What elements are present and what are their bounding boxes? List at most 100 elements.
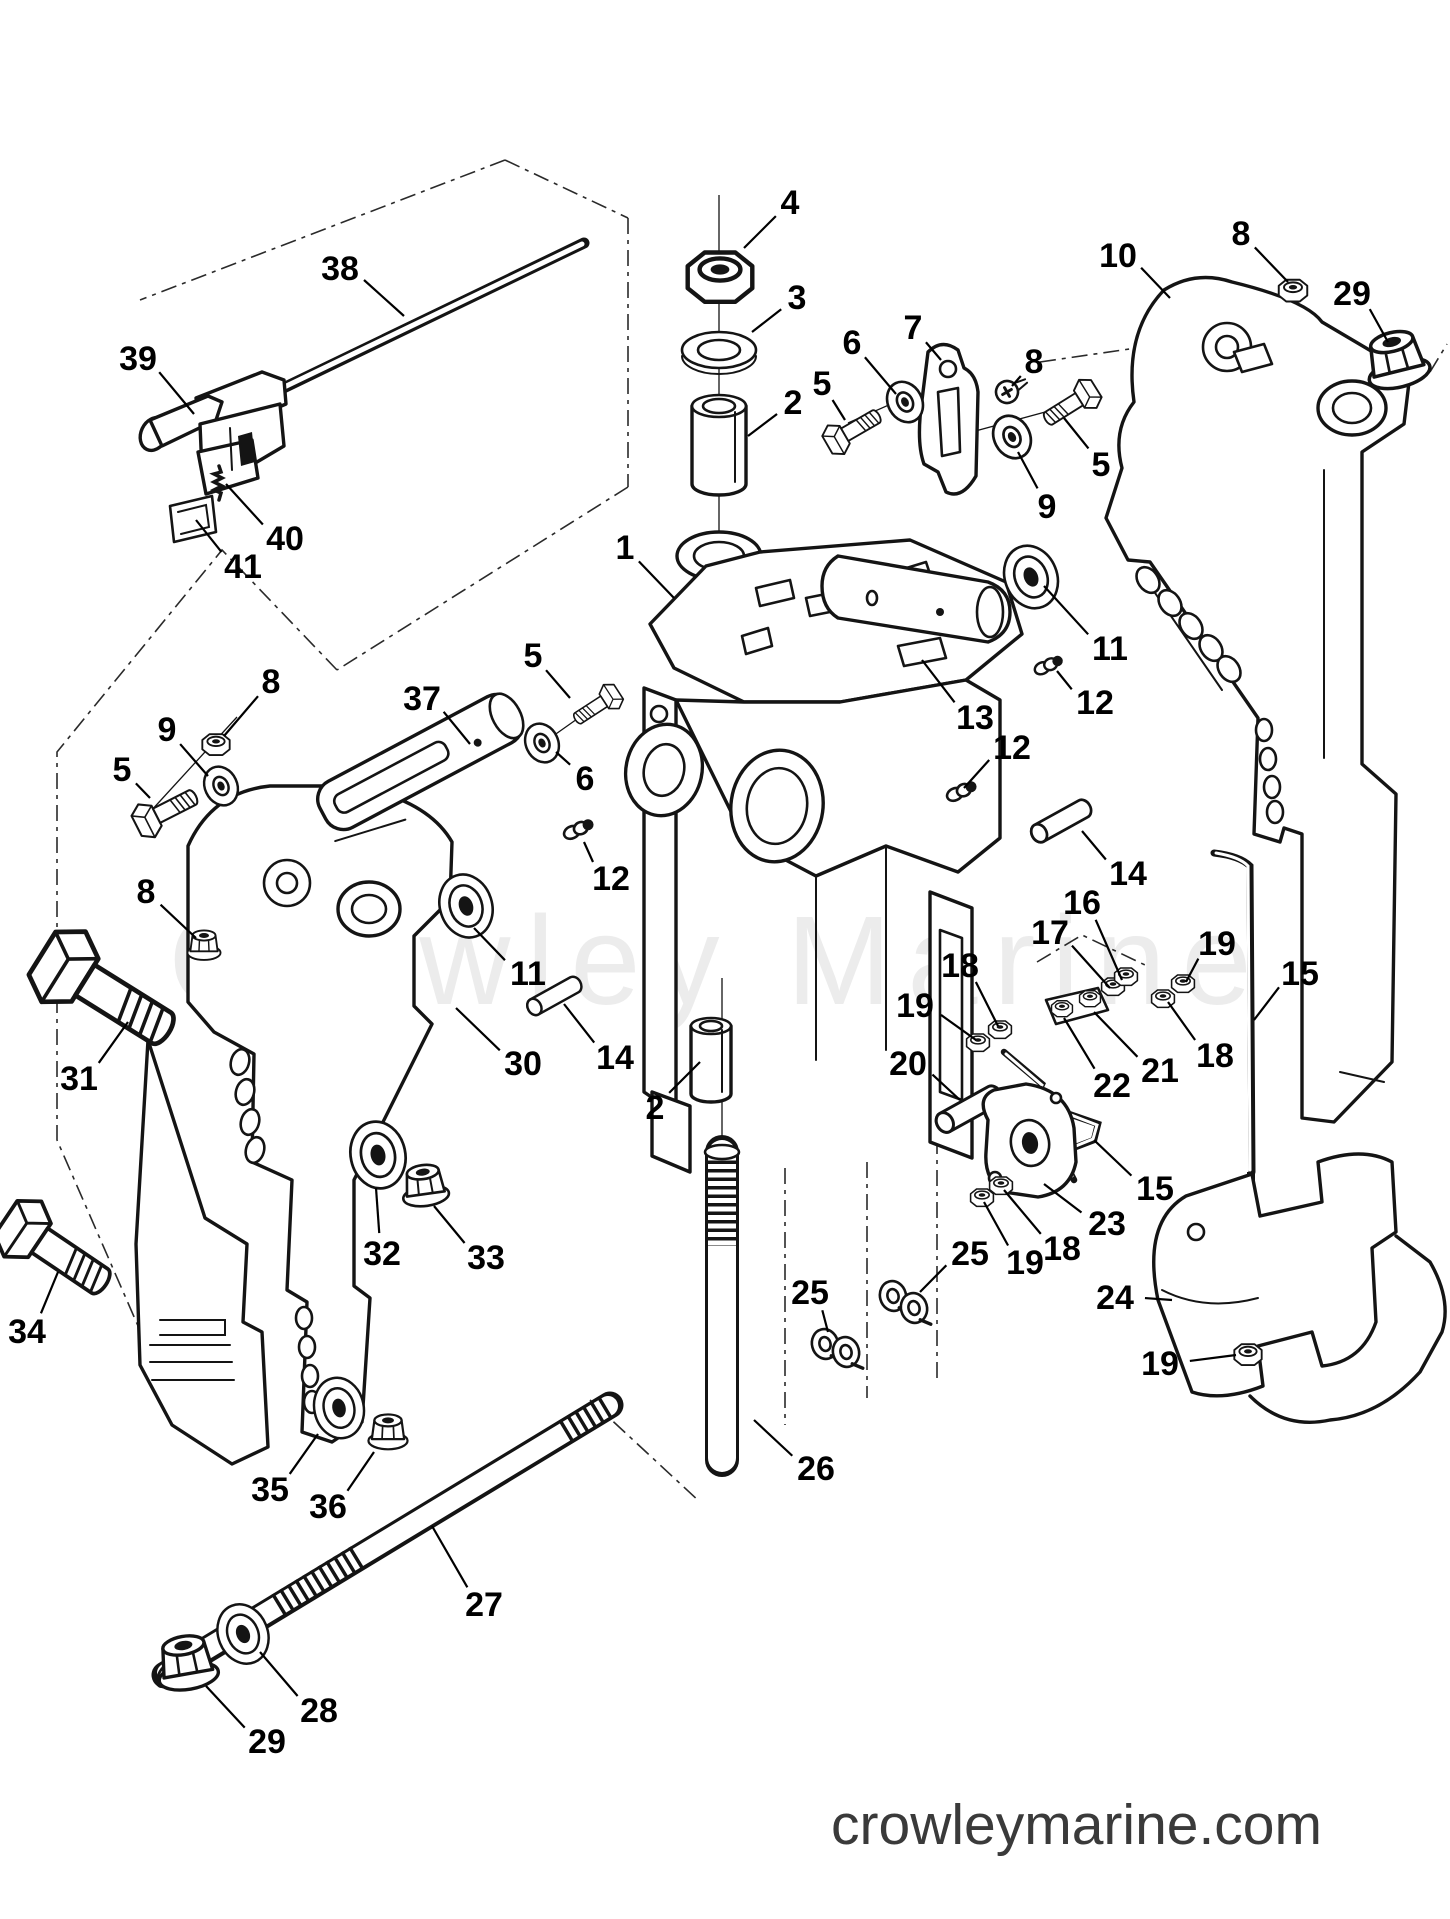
leader-line-9 <box>179 743 209 777</box>
callout-24: 24 <box>1096 1279 1173 1317</box>
lock-lever-37 <box>316 692 525 843</box>
part-number-14: 14 <box>596 1039 634 1077</box>
leader-line-35 <box>288 1433 319 1475</box>
leader-line-29 <box>1368 308 1389 343</box>
callout-19: 19 <box>1141 1345 1237 1383</box>
callout-2: 2 <box>646 1061 701 1127</box>
part-number-5: 5 <box>113 751 132 789</box>
part-number-15: 15 <box>1136 1170 1174 1208</box>
callout-11: 11 <box>1043 585 1128 668</box>
part-number-12: 12 <box>993 729 1031 767</box>
locknut-4 <box>685 250 755 305</box>
callout-34: 34 <box>8 1271 60 1351</box>
callout-40: 40 <box>225 483 304 558</box>
part-number-9: 9 <box>1038 488 1057 526</box>
part-number-30: 30 <box>504 1045 542 1083</box>
leader-line-31 <box>97 1021 129 1064</box>
part-number-32: 32 <box>363 1235 401 1273</box>
leader-line-8 <box>1254 246 1289 283</box>
callout-27: 27 <box>431 1525 503 1624</box>
leader-line-19 <box>1185 958 1200 983</box>
nut-18-lower <box>988 1176 1014 1196</box>
callout-10: 10 <box>1099 237 1171 299</box>
callout-20: 20 <box>889 1045 961 1101</box>
part-number-17: 17 <box>1031 914 1069 952</box>
callout-25: 25 <box>919 1235 989 1293</box>
leader-line-25 <box>821 1309 830 1333</box>
part-number-28: 28 <box>300 1692 338 1730</box>
leader-line-5 <box>1063 417 1090 450</box>
callout-16: 16 <box>1063 884 1124 981</box>
leader-line-7 <box>925 341 942 361</box>
bolt-5-lever <box>566 679 628 733</box>
part-number-6: 6 <box>843 324 862 362</box>
leader-line-37 <box>442 711 471 745</box>
leader-line-12 <box>1056 670 1073 691</box>
callout-30: 30 <box>455 1007 542 1083</box>
part-number-19: 19 <box>1141 1345 1179 1383</box>
part-number-39: 39 <box>119 340 157 378</box>
leader-line-30 <box>455 1007 501 1052</box>
leader-line-23 <box>1043 1183 1083 1214</box>
leader-line-17 <box>1071 944 1111 989</box>
nut-19-bottom <box>1233 1343 1263 1367</box>
leader-line-15 <box>1253 986 1280 1021</box>
part-number-29: 29 <box>248 1723 286 1761</box>
part-number-24: 24 <box>1096 1279 1134 1317</box>
callout-15: 15 <box>1253 955 1319 1021</box>
nut-19-lower <box>969 1188 995 1208</box>
part-number-20: 20 <box>889 1045 927 1083</box>
callout-12: 12 <box>963 729 1031 789</box>
leader-line-11 <box>1043 585 1089 636</box>
callout-37: 37 <box>403 680 471 745</box>
callout-38: 38 <box>321 250 405 317</box>
part-number-10: 10 <box>1099 237 1137 275</box>
callout-5: 5 <box>113 751 151 799</box>
part-number-19: 19 <box>896 987 934 1025</box>
washer-9 <box>984 407 1040 467</box>
nut-18-left <box>987 1020 1013 1040</box>
callout-35: 35 <box>251 1433 319 1509</box>
part-number-14: 14 <box>1109 855 1147 893</box>
locknut-36 <box>367 1413 409 1451</box>
leader-line-2 <box>668 1061 701 1094</box>
callout-41: 41 <box>195 519 262 586</box>
part-number-1: 1 <box>616 529 635 567</box>
callout-31: 31 <box>60 1021 129 1098</box>
part-number-3: 3 <box>788 279 807 317</box>
part-number-37: 37 <box>403 680 441 718</box>
leader-line-8 <box>223 695 259 737</box>
callout-19: 19 <box>983 1201 1044 1282</box>
part-number-4: 4 <box>781 184 800 222</box>
leader-line-18 <box>1167 1001 1196 1041</box>
part-number-34: 34 <box>8 1313 46 1351</box>
part-number-16: 16 <box>1063 884 1101 922</box>
part-number-18: 18 <box>941 947 979 985</box>
leader-line-4 <box>743 215 777 249</box>
clamp-24 <box>1152 1152 1447 1424</box>
part-number-2: 2 <box>784 384 803 422</box>
callout-29: 29 <box>205 1685 286 1761</box>
leader-line-26 <box>753 1419 794 1457</box>
part-number-18: 18 <box>1196 1037 1234 1075</box>
leader-line-41 <box>195 519 223 553</box>
bolt-5-left <box>818 399 889 461</box>
callout-14: 14 <box>1081 830 1147 893</box>
part-number-21: 21 <box>1141 1052 1179 1090</box>
part-number-12: 12 <box>1076 684 1114 722</box>
nut-8-left <box>201 733 231 757</box>
stud-nut-21 <box>1078 990 1102 1008</box>
callout-25: 25 <box>791 1274 830 1333</box>
callout-15: 15 <box>1093 1139 1174 1208</box>
part-number-41: 41 <box>224 548 262 586</box>
part-number-19: 19 <box>1006 1244 1044 1282</box>
part-number-7: 7 <box>904 309 923 347</box>
callout-6: 6 <box>555 751 594 798</box>
part-number-35: 35 <box>251 1471 289 1509</box>
callout-14: 14 <box>563 1003 634 1077</box>
leader-line-27 <box>431 1525 469 1588</box>
callout-18: 18 <box>941 947 999 1027</box>
part-number-25: 25 <box>951 1235 989 1273</box>
